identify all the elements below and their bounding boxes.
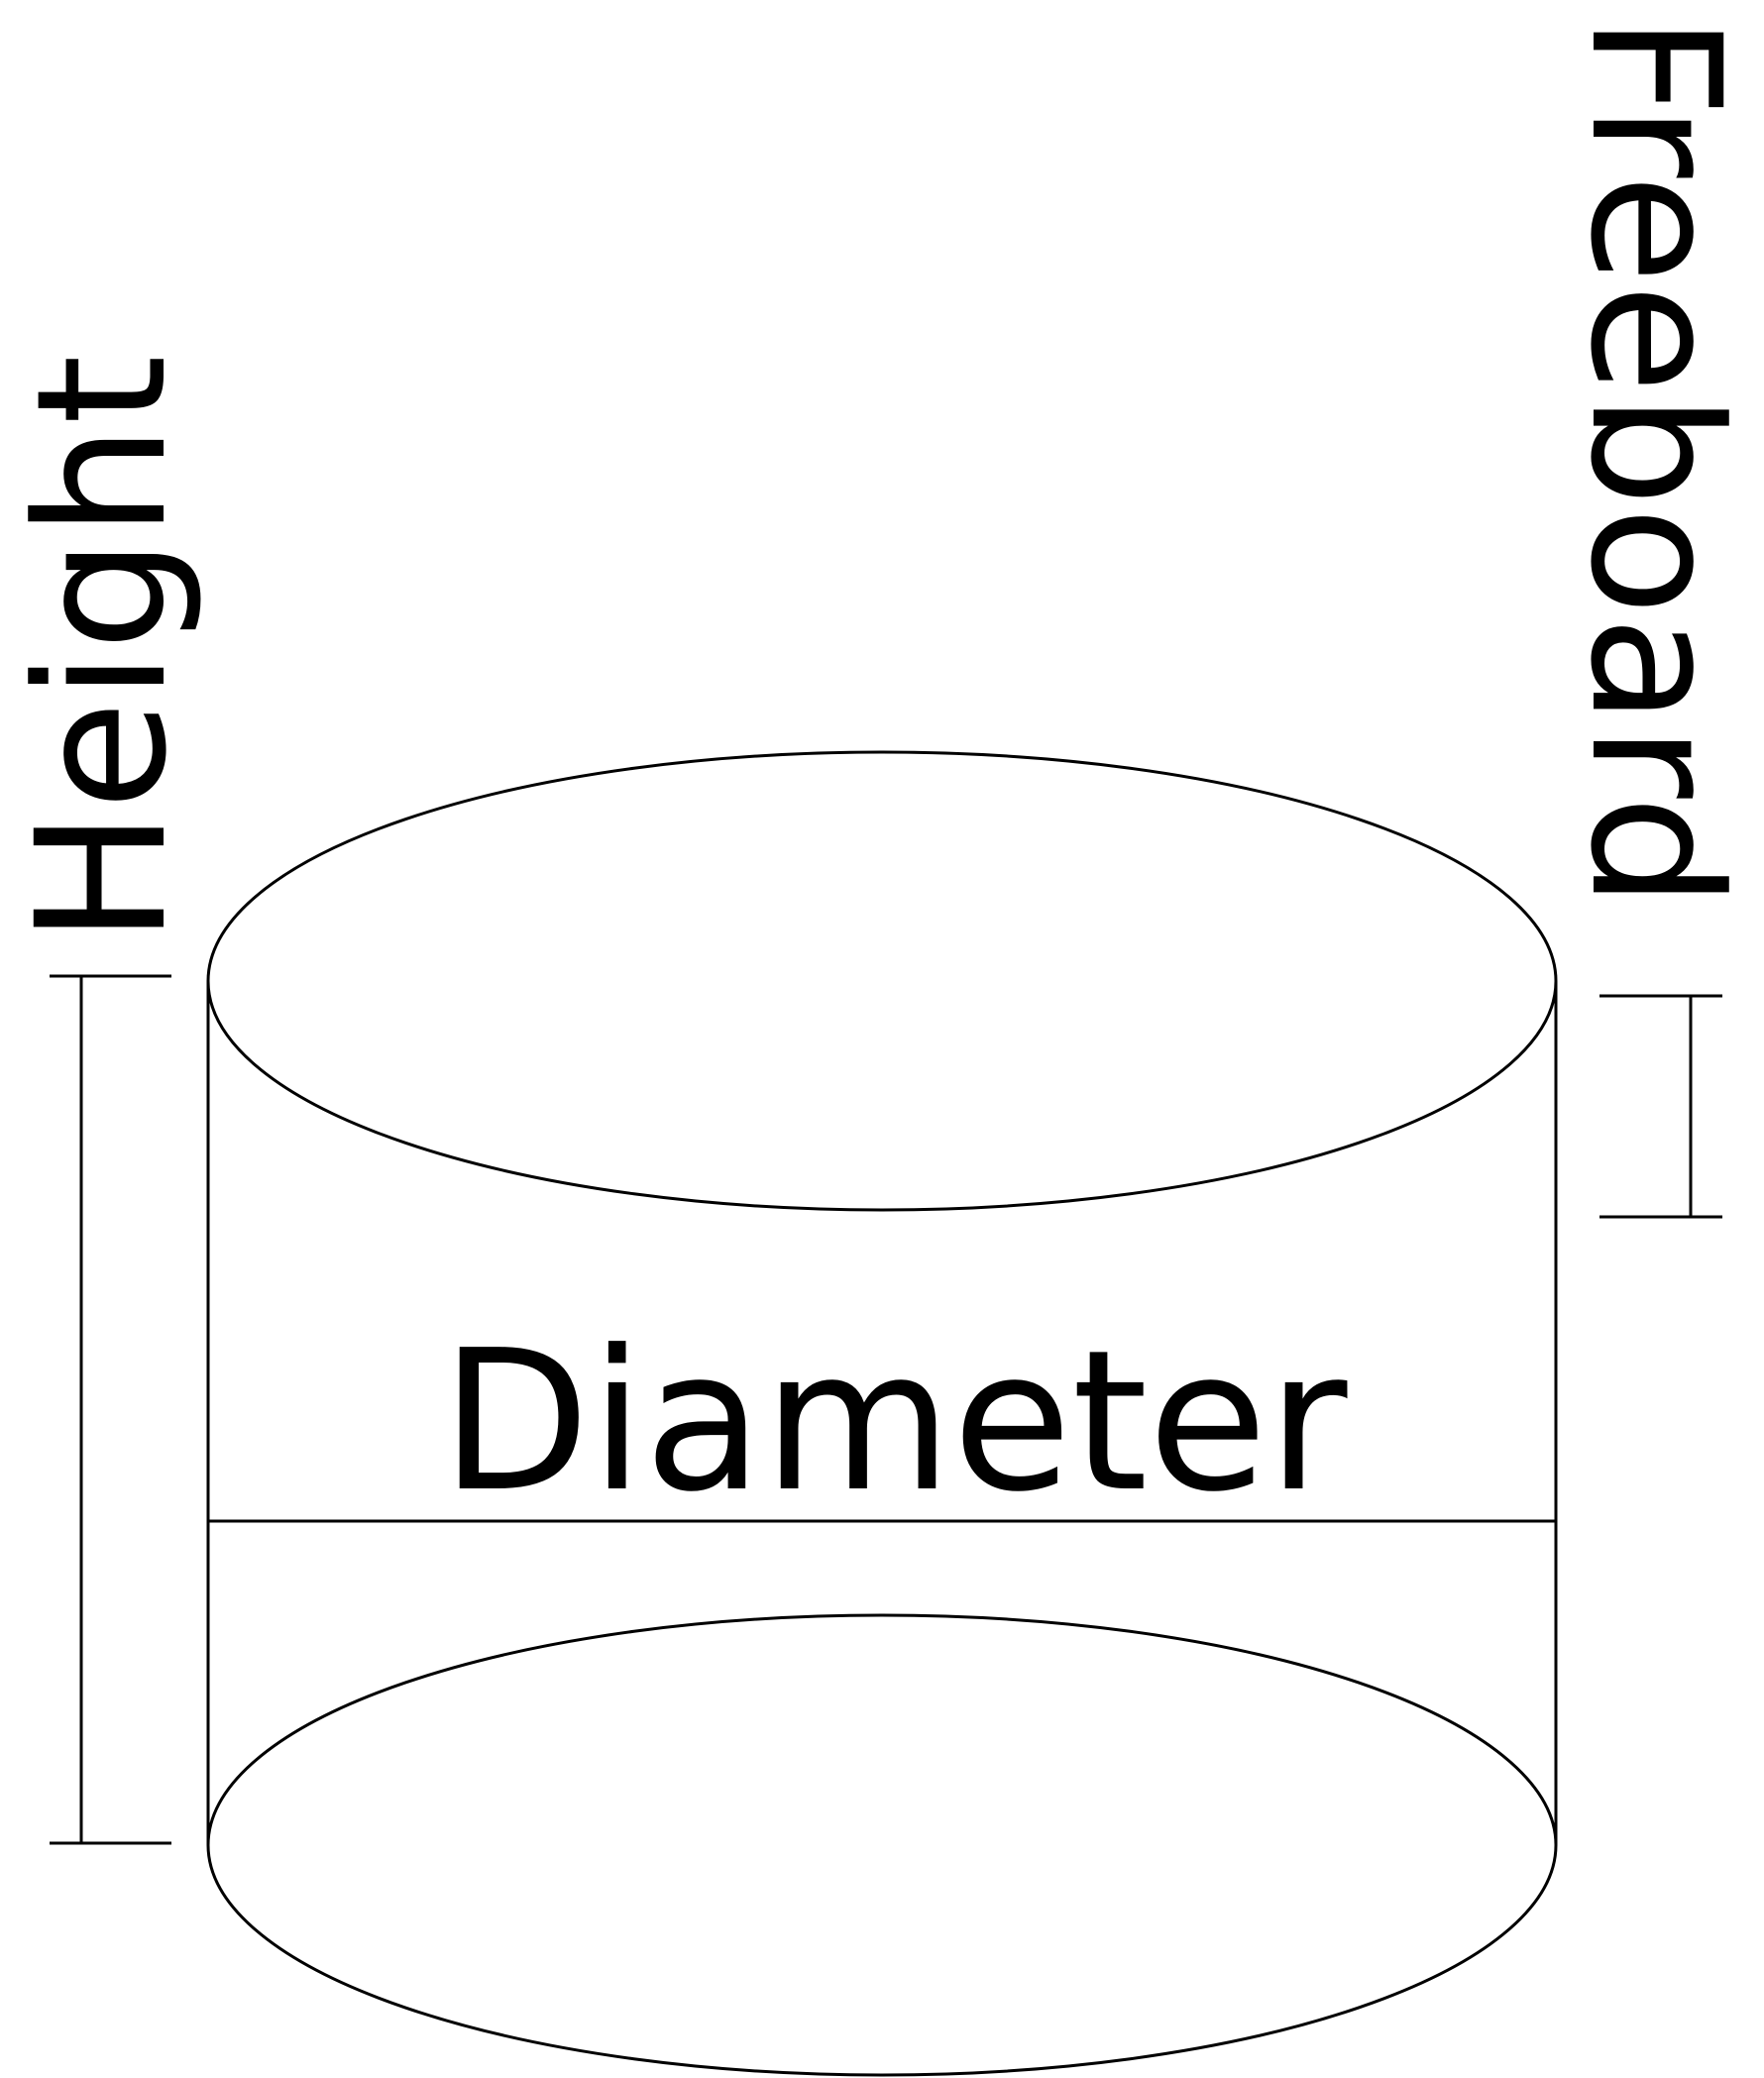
freeboard-label: Freeboard [1551, 15, 1758, 909]
cylinder-tank [206, 750, 1558, 2077]
height-label: Height [0, 355, 206, 944]
height-dimension [50, 974, 171, 1845]
tank-top-ellipse [206, 750, 1558, 1212]
diameter-label: Diameter [440, 1309, 1347, 1535]
tank-bottom-ellipse [206, 1613, 1558, 2077]
freeboard-dimension [1599, 994, 1722, 1219]
